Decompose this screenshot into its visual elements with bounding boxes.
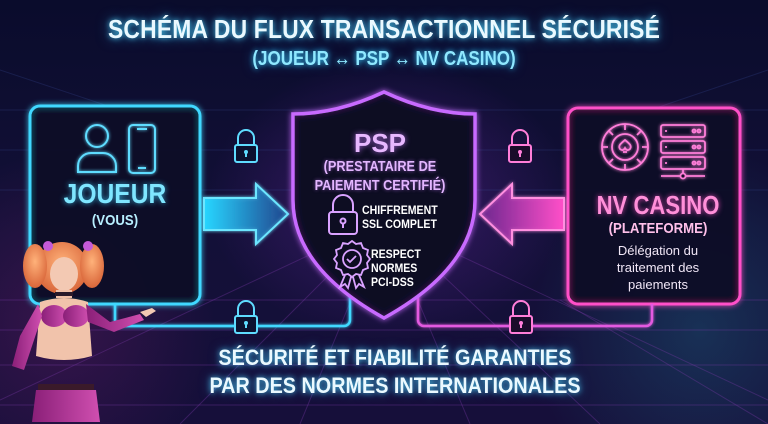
player-title: JOUEUR xyxy=(63,178,167,209)
psp-shield xyxy=(291,90,477,321)
feature-line: PCI-DSS xyxy=(371,275,414,289)
certified-badge-icon xyxy=(332,239,372,291)
psp-feature-pci: RESPECT NORMES PCI-DSS xyxy=(371,247,421,289)
feature-line: CHIFFREMENT xyxy=(362,203,438,217)
padlock-icon xyxy=(234,300,258,334)
smartphone-icon xyxy=(128,124,156,174)
arrow-left-icon xyxy=(478,181,565,247)
player-subtitle: (VOUS) xyxy=(91,212,139,229)
feature-line: RESPECT xyxy=(371,247,421,261)
psp-feature-ssl: CHIFFREMENT SSL COMPLET xyxy=(362,203,438,231)
mascot-character-illustration xyxy=(12,241,156,422)
diagram-title: SCHÉMA DU FLUX TRANSACTIONNEL SÉCURISÉ xyxy=(107,14,661,44)
feature-line: SSL COMPLET xyxy=(362,217,437,231)
description-line: Délégation du xyxy=(617,243,699,258)
description-line: traitement des xyxy=(616,260,700,275)
user-icon xyxy=(77,124,117,173)
bottom-link-psp-casino xyxy=(416,292,654,334)
footer-line2: PAR DES NORMES INTERNATIONALES xyxy=(209,373,581,398)
server-icon xyxy=(660,124,706,180)
psp-subtitle-line1: (PRESTATAIRE DE xyxy=(323,158,437,175)
top-link-player-psp xyxy=(200,129,300,163)
arrow-right-icon xyxy=(203,181,290,247)
padlock-icon xyxy=(234,129,258,163)
description-line: paiements xyxy=(628,277,688,292)
psp-subtitle: (PRESTATAIRE DE PAIEMENT CERTIFIÉ) xyxy=(304,157,457,195)
psp-subtitle-line2: PAIEMENT CERTIFIÉ) xyxy=(314,177,446,194)
top-link-casino-psp xyxy=(478,129,568,163)
padlock-icon xyxy=(328,194,358,235)
psp-title: PSP xyxy=(353,128,407,158)
feature-line: NORMES xyxy=(371,261,418,275)
diagram-subtitle: (JOUEUR ↔ PSP ↔ NV CASINO) xyxy=(252,48,516,70)
footer-line1: SÉCURITÉ ET FIABILITÉ GARANTIES xyxy=(218,345,572,370)
padlock-icon xyxy=(509,300,533,334)
footer-tagline: SÉCURITÉ ET FIABILITÉ GARANTIES PAR DES … xyxy=(193,344,598,400)
padlock-icon xyxy=(508,129,532,163)
casino-node xyxy=(566,106,742,306)
casino-description: Délégation du traitement des paiements xyxy=(578,242,738,293)
casino-chip-icon xyxy=(601,123,649,171)
casino-subtitle: (PLATEFORME) xyxy=(608,220,708,237)
casino-title: NV CASINO xyxy=(596,190,720,220)
